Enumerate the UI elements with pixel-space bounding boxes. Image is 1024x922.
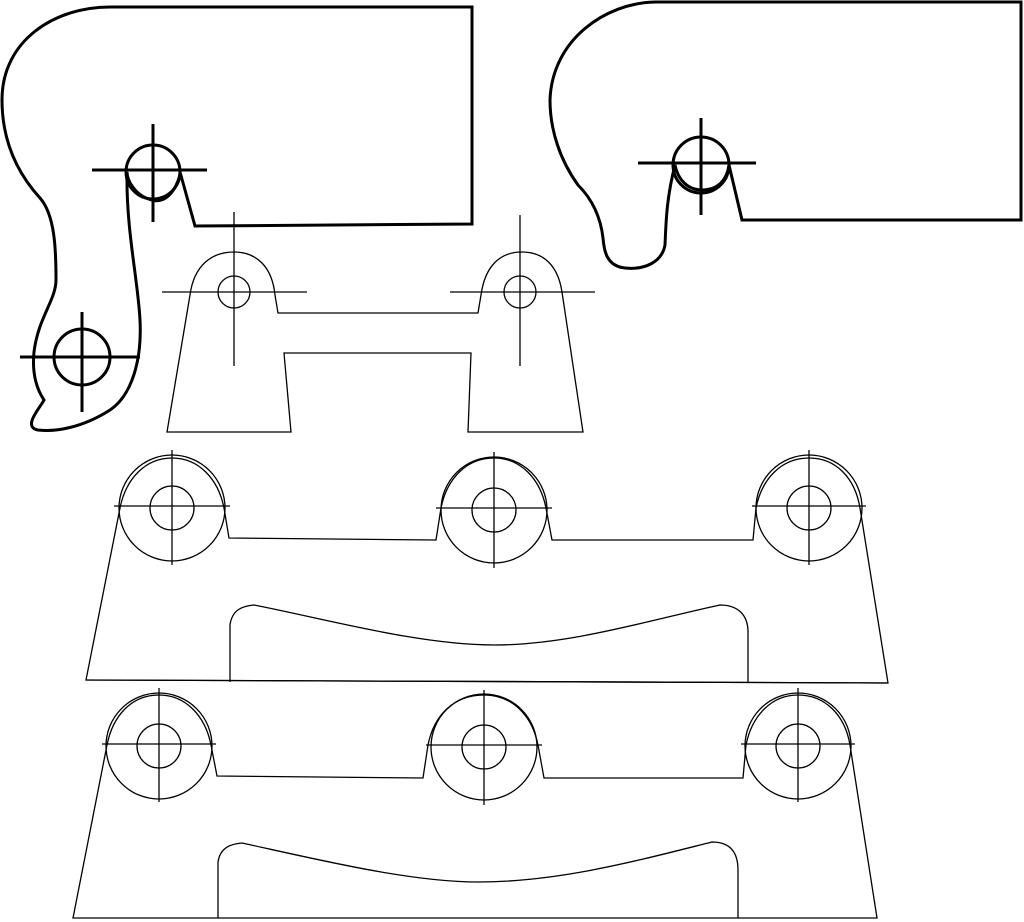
three-hole-lower-slot xyxy=(217,841,739,918)
three-hole-bracket-upper xyxy=(85,450,889,684)
hook-plate-left xyxy=(0,5,474,432)
three-hole-lower-outline xyxy=(72,694,878,919)
hook-plate-right xyxy=(548,0,1023,270)
three-hole-upper-base xyxy=(85,679,889,684)
two-hole-bracket xyxy=(162,212,595,433)
three-hole-bracket-lower xyxy=(72,688,878,919)
three-hole-upper-slot xyxy=(229,604,749,682)
two-hole-bracket-outline xyxy=(166,251,584,433)
hook-plate-right-outline xyxy=(548,0,1023,270)
three-hole-upper-outline xyxy=(85,457,889,684)
hook-plate-left-outline xyxy=(0,5,474,432)
